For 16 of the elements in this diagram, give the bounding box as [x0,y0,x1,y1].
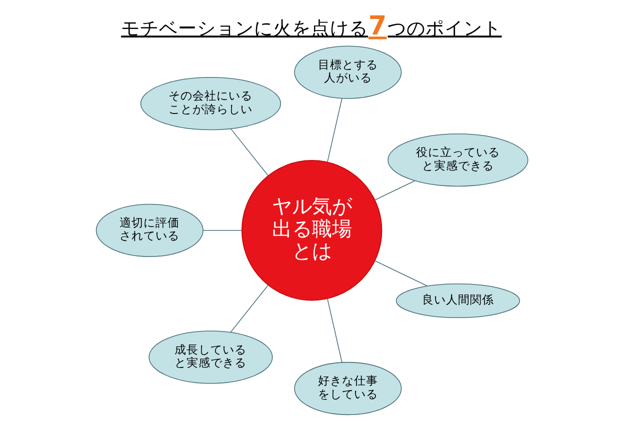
diagram-title: モチベーションに火を点ける7つのポイント [121,12,502,42]
connector [230,284,268,333]
connector [203,230,242,231]
node-ellipse: 目標とする人がいる [294,46,402,99]
node-ellipse: 好きな仕事をしている [294,362,402,416]
node-ellipse: 適切に評価されている [96,204,204,257]
node-ellipse: 役に立っていると実感できる [388,133,528,187]
node-ellipse: 良い人間関係 [396,283,520,318]
node-ellipse: 成長していると実感できる [148,330,273,384]
connector [374,260,428,286]
connector [230,128,268,176]
node-circle: ヤル気が出る職場とは [241,160,382,301]
node-ellipse: その会社にいることが誇らしい [140,77,282,130]
connector [374,180,416,200]
connector [327,98,342,162]
connector [327,298,342,363]
